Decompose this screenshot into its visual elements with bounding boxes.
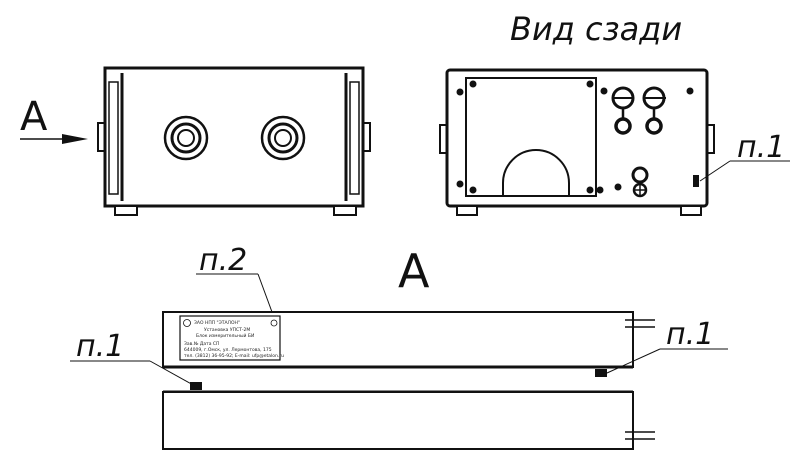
front-right-foot <box>333 205 357 216</box>
rear-callout-label: п.1 <box>737 130 785 165</box>
rear-body <box>445 68 709 208</box>
callout-n2-leader <box>257 273 273 313</box>
callout-left-leader <box>149 360 196 387</box>
front-left-strip <box>108 81 119 195</box>
front-connector-right <box>260 115 306 161</box>
view-arrow-label: А <box>20 94 48 140</box>
rear-terminals <box>611 86 666 135</box>
view-a-title: А <box>398 244 430 298</box>
nameplate-line1: ЗАО НПП "ЭТАЛОН" <box>194 320 240 326</box>
view-a-left-fuse <box>190 382 202 390</box>
view-arrow-head <box>62 134 88 144</box>
nameplate-line4: Зав.№ Дата СП <box>184 341 219 347</box>
rear-view-title: Вид сзади <box>510 10 682 48</box>
rear-callout-leader <box>699 160 731 182</box>
nameplate-line3: Блок измерительный БИ <box>196 332 254 339</box>
rear-cover-cutout <box>502 149 570 195</box>
view-a: А ЗАО НПП "ЭТАЛОН" <box>70 243 728 450</box>
nameplate-line5: 644009, г.Омск, ул. Лермонтова, 175 <box>184 347 272 353</box>
nameplate <box>179 315 281 361</box>
nameplate-line6: тел. (3812) 36-95-92; E-mail: ufp@etalon… <box>184 353 284 359</box>
rear-screws <box>456 80 694 194</box>
callout-right-leader <box>606 348 661 374</box>
front-view: А <box>20 66 371 216</box>
callout-n2-label: п.2 <box>199 243 247 278</box>
front-body <box>103 66 365 208</box>
rear-cover-plate <box>465 77 597 197</box>
front-left-foot <box>114 205 138 216</box>
rear-ground-connector <box>631 166 649 198</box>
front-connector-left <box>163 115 209 161</box>
front-right-strip <box>349 81 360 195</box>
callout-left-label: п.1 <box>76 329 124 364</box>
nameplate-line2: Установка УПСТ-2М <box>204 327 250 333</box>
rear-view: Вид сзади <box>439 10 790 216</box>
view-a-lower-block <box>162 391 634 450</box>
rear-right-foot <box>680 205 702 216</box>
callout-right-label: п.1 <box>666 317 714 352</box>
view-a-right-fuse <box>595 369 607 377</box>
nameplate-logo-icon <box>183 319 191 327</box>
view-a-right-stubs <box>625 319 655 440</box>
rear-fuse-marker <box>693 175 699 187</box>
rear-left-foot <box>456 205 478 216</box>
nameplate-screw-icon <box>270 319 278 327</box>
